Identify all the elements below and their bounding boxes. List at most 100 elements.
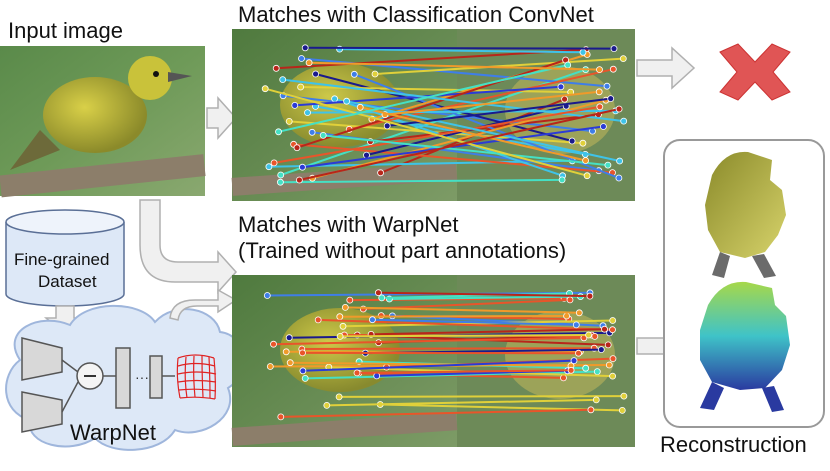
match-point [575, 309, 583, 317]
match-point [291, 102, 299, 109]
match-point [620, 117, 628, 125]
match-point [261, 85, 269, 93]
match-line [384, 90, 600, 116]
match-line [372, 318, 577, 326]
match-point [591, 332, 599, 340]
match-line [370, 113, 599, 143]
match-line [356, 369, 572, 374]
match-point [295, 176, 303, 184]
match-line [378, 291, 590, 298]
match-point [277, 171, 285, 179]
match-point [560, 374, 567, 382]
match-point [319, 131, 327, 139]
match-line [305, 370, 598, 380]
match-point [353, 369, 361, 377]
warp-matches-panel [231, 275, 635, 447]
match-point [277, 413, 285, 421]
warpnet-diagram: ··· [21, 337, 175, 433]
match-point [596, 66, 603, 73]
match-point [275, 128, 282, 136]
match-point [566, 296, 574, 304]
match-point [616, 157, 623, 165]
match-point [285, 118, 293, 125]
match-line [339, 395, 624, 398]
match-point [363, 151, 370, 159]
match-point [272, 64, 280, 72]
match-line [302, 359, 575, 372]
match-point [575, 349, 582, 357]
match-point [610, 45, 618, 52]
match-line [301, 347, 595, 350]
match-point [563, 312, 570, 320]
match-point [595, 88, 603, 96]
match-line [273, 336, 584, 346]
match-line [299, 108, 620, 181]
match-point [299, 349, 306, 357]
match-line [381, 292, 570, 299]
match-point [343, 97, 351, 105]
match-point [609, 355, 617, 363]
match-point [339, 322, 347, 330]
match-point [609, 65, 617, 73]
dataset-label-line2: Dataset [38, 272, 97, 291]
match-line [296, 59, 566, 149]
match-point [597, 346, 605, 354]
match-point [579, 139, 587, 147]
match-point [299, 367, 307, 375]
match-point [604, 161, 612, 169]
match-line [280, 178, 563, 184]
match-point [298, 163, 306, 171]
match-line [349, 297, 565, 302]
match-line [339, 48, 584, 54]
cross-icon [719, 43, 791, 101]
match-point [585, 331, 592, 339]
match-point [615, 174, 623, 182]
match-line [318, 318, 613, 331]
match-point [615, 105, 623, 113]
match-point [314, 316, 322, 324]
match-line [387, 97, 611, 127]
match-point [279, 76, 287, 83]
match-point [336, 332, 344, 340]
match-point [293, 144, 301, 152]
match-point [270, 340, 277, 348]
arrow-conv-to-cross [636, 46, 696, 90]
dataset-cylinder-icon [5, 209, 125, 307]
match-point [378, 294, 386, 302]
match-line [340, 334, 589, 338]
arrow-warpnet-to-warp [169, 288, 238, 321]
reconstruction-depth [700, 281, 790, 412]
match-point [605, 361, 613, 369]
warp-matches-title: Matches with WarpNet [238, 212, 459, 237]
match-point [298, 55, 305, 62]
match-point [572, 321, 580, 329]
match-point [620, 392, 628, 400]
match-line [294, 85, 561, 107]
conv-matches-title: Matches with Classification ConvNet [238, 2, 594, 27]
match-line [305, 46, 615, 50]
match-point [582, 157, 589, 164]
match-point [341, 303, 349, 311]
warpnet-label: WarpNet [70, 420, 156, 445]
match-line [276, 48, 587, 70]
match-point [304, 109, 311, 116]
match-point [604, 341, 612, 349]
match-point [305, 59, 313, 67]
match-point [592, 396, 600, 404]
match-line [346, 100, 620, 162]
dataset-label-line1: Fine-grained [14, 250, 110, 269]
match-line [290, 361, 572, 367]
match-line [345, 306, 580, 314]
match-line [323, 134, 609, 167]
match-point [600, 123, 607, 130]
svg-text:···: ··· [135, 369, 149, 385]
match-point [301, 44, 309, 52]
match-point [561, 95, 568, 103]
reconstruction-textured [705, 151, 786, 278]
match-line [339, 315, 567, 318]
match-point [570, 357, 578, 365]
match-point [567, 366, 575, 374]
match-point [579, 48, 587, 56]
match-point [312, 70, 320, 78]
match-line [280, 408, 591, 418]
